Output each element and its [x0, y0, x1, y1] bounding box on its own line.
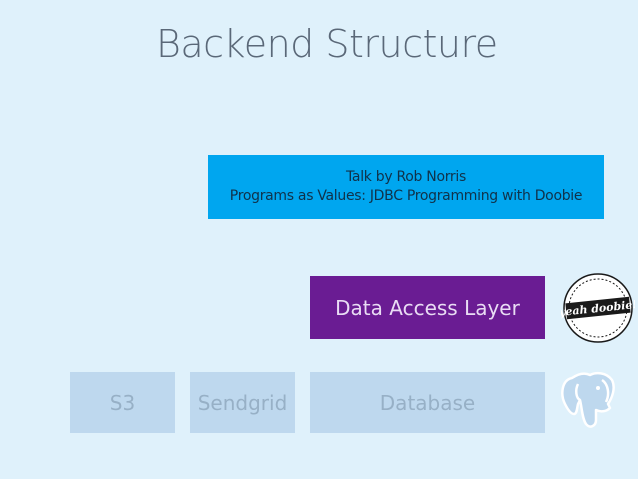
postgresql-elephant-icon	[558, 370, 622, 436]
doobie-stamp-icon: yeah doobie!	[557, 271, 638, 349]
slide-title: Backend Structure	[156, 22, 498, 66]
data-access-layer-box: Data Access Layer	[310, 276, 545, 339]
talk-reference-line-1: Talk by Rob Norris	[346, 169, 466, 185]
talk-reference-box: Talk by Rob Norris Programs as Values: J…	[208, 155, 604, 219]
sendgrid-box: Sendgrid	[190, 372, 295, 433]
s3-box: S3	[70, 372, 175, 433]
database-box: Database	[310, 372, 545, 433]
talk-reference-line-2: Programs as Values: JDBC Programming wit…	[229, 188, 583, 204]
